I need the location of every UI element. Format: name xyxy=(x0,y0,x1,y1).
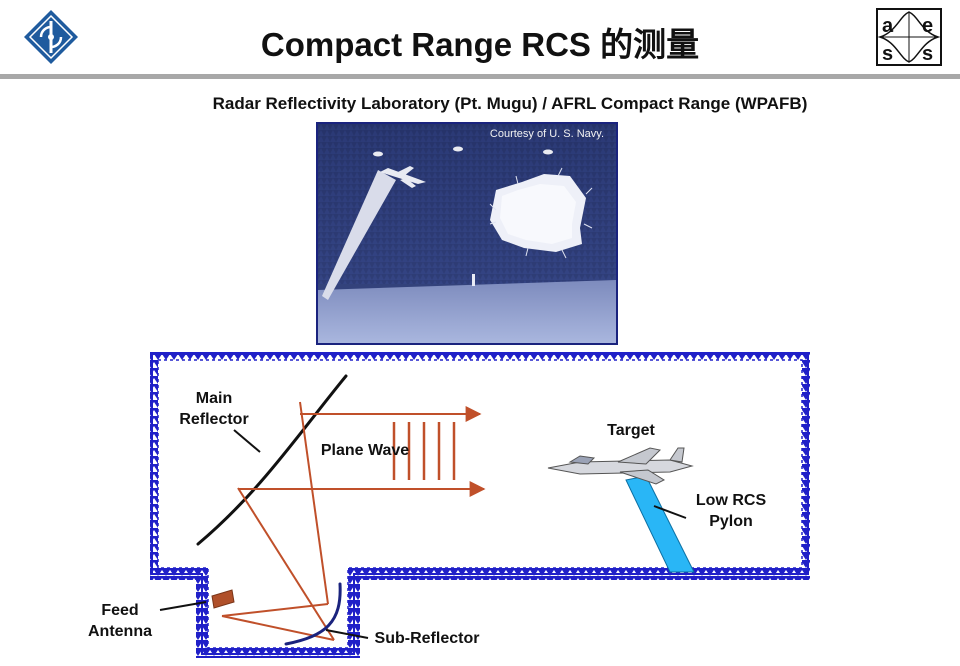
photo-credit: Courtesy of U. S. Navy. xyxy=(489,128,604,140)
chamber-photo-illustration xyxy=(318,124,616,343)
label-low-rcs-line1: Low RCS xyxy=(695,492,767,509)
label-target: Target xyxy=(607,422,655,439)
label-plane-wave: Plane Wave xyxy=(320,442,410,459)
plane-wave-bars xyxy=(392,422,456,480)
label-main-reflector-line1: Main xyxy=(195,390,233,407)
label-feed-antenna: Feed Antenna xyxy=(78,600,162,642)
aess-letter-a: a xyxy=(882,15,894,37)
aess-letter-s1: s xyxy=(882,43,893,65)
aess-logo: a e s s xyxy=(876,8,942,66)
aess-letter-e: e xyxy=(922,15,933,37)
sub-reflector xyxy=(284,582,342,646)
page-title: Compact Range RCS 的测量 xyxy=(260,26,700,63)
label-low-rcs-pylon: Low RCS Pylon xyxy=(676,490,786,532)
ray-paths xyxy=(221,401,486,641)
label-main-reflector-line2: Reflector xyxy=(179,411,249,428)
label-sub-reflector: Sub-Reflector xyxy=(374,630,480,647)
compact-range-schematic xyxy=(150,352,810,658)
ieee-diamond-logo-icon xyxy=(24,10,78,64)
label-main-reflector: Main Reflector xyxy=(164,388,264,430)
label-feed-line1: Feed xyxy=(101,602,139,619)
header-divider xyxy=(0,74,960,79)
chamber-walls xyxy=(150,352,810,658)
aess-logo-icon: a e s s xyxy=(876,8,942,66)
pointer-lines xyxy=(159,429,687,639)
target-aircraft-icon xyxy=(547,447,694,485)
chamber-photo: Courtesy of U. S. Navy. xyxy=(316,122,618,345)
main-reflector xyxy=(196,374,348,546)
feed-antenna-icon xyxy=(211,589,235,609)
page-subtitle: Radar Reflectivity Laboratory (Pt. Mugu)… xyxy=(212,94,808,113)
compact-range-diagram: Main Reflector Plane Wave Target Low RCS… xyxy=(150,352,810,658)
ieee-logo xyxy=(22,8,80,66)
label-feed-line2: Antenna xyxy=(88,623,152,640)
aess-letter-s2: s xyxy=(922,43,933,65)
label-low-rcs-line2: Pylon xyxy=(709,513,753,530)
